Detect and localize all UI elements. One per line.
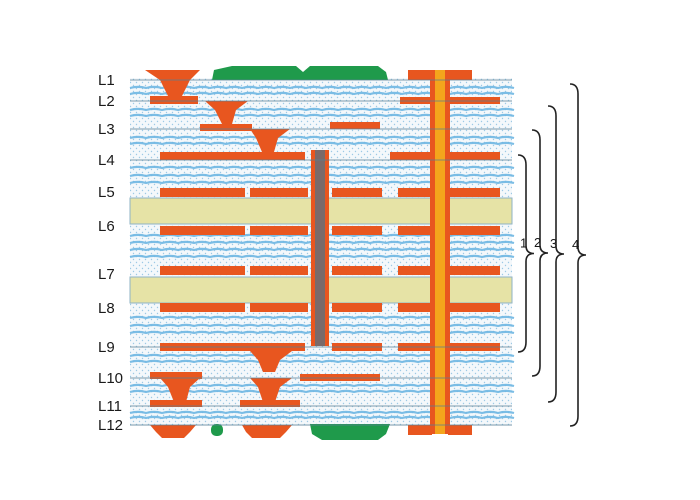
glass-weave-band xyxy=(129,141,515,146)
copper-pad xyxy=(240,400,300,407)
layer-label-l7: L7 xyxy=(98,266,115,283)
copper-pad xyxy=(408,70,432,80)
copper-pad xyxy=(160,226,245,235)
copper-pad xyxy=(330,122,380,129)
glass-weave-band xyxy=(129,113,515,118)
copper-pad xyxy=(332,188,382,197)
copper-microvia xyxy=(205,101,248,124)
layer-label-l11: L11 xyxy=(98,398,122,415)
copper-pad xyxy=(398,188,430,197)
copper-pad xyxy=(332,226,382,235)
brace-label-1: 1 xyxy=(520,236,527,251)
copper-pad xyxy=(332,303,382,312)
copper-pad xyxy=(250,303,308,312)
brace-label-2: 2 xyxy=(534,235,541,250)
copper-microvia xyxy=(250,378,292,402)
brace-2 xyxy=(531,129,549,377)
solder-mask-bottom-1 xyxy=(310,424,390,440)
copper-microvia xyxy=(145,70,200,96)
layer-label-l10: L10 xyxy=(98,370,123,387)
copper-pad xyxy=(450,188,500,197)
copper-pad xyxy=(160,152,305,160)
brace-label-3: 3 xyxy=(550,236,557,251)
glass-weave-band xyxy=(129,359,515,364)
copper-pad xyxy=(450,152,500,160)
copper-pad xyxy=(408,425,432,435)
copper-pad xyxy=(150,96,198,104)
glass-weave-band xyxy=(129,410,515,415)
copper-pad xyxy=(448,425,472,435)
brace-1 xyxy=(517,154,535,353)
glass-weave-band xyxy=(129,135,515,140)
brace-4 xyxy=(569,83,587,427)
copper-pad xyxy=(150,372,202,379)
brace-label-4: 4 xyxy=(572,237,579,252)
copper-pad xyxy=(150,400,202,407)
copper-microvia xyxy=(160,378,200,402)
layer-label-l3: L3 xyxy=(98,121,115,138)
copper-pad xyxy=(160,266,245,275)
copper-microvia xyxy=(250,129,290,152)
layer-label-l12: L12 xyxy=(98,417,123,434)
glass-weave-band xyxy=(129,91,515,96)
copper-pad xyxy=(250,188,308,197)
layer-label-l6: L6 xyxy=(98,218,115,235)
buried-via xyxy=(311,150,329,346)
copper-pad xyxy=(250,266,308,275)
copper-pad xyxy=(160,188,245,197)
layer-lines xyxy=(130,79,512,426)
copper-microvia xyxy=(250,351,292,372)
copper-pad xyxy=(398,226,430,235)
solder-mask-bottom-2 xyxy=(211,424,223,436)
solder-mask-top-1 xyxy=(212,66,388,80)
layer-label-l2: L2 xyxy=(98,93,115,110)
copper-pad xyxy=(398,266,430,275)
copper-microvia xyxy=(150,425,196,438)
glass-weave-band xyxy=(129,85,515,90)
copper-pad xyxy=(390,152,430,160)
buried-via-fill xyxy=(315,150,325,346)
copper-pad xyxy=(250,226,308,235)
copper-pad xyxy=(450,226,500,235)
glass-weave-band xyxy=(129,415,515,420)
layer-label-l8: L8 xyxy=(98,300,115,317)
through-via xyxy=(430,70,450,434)
glass-weave-band xyxy=(129,107,515,112)
solder-mask xyxy=(211,66,390,440)
layer-label-l4: L4 xyxy=(98,152,115,169)
brace-3 xyxy=(547,105,565,403)
layer-label-l5: L5 xyxy=(98,184,115,201)
glass-weave-band xyxy=(129,353,515,358)
copper-pad xyxy=(200,124,252,131)
layer-label-l1: L1 xyxy=(98,72,115,89)
layer-label-l9: L9 xyxy=(98,339,115,356)
copper-pad xyxy=(332,266,382,275)
copper-pad xyxy=(448,70,472,80)
copper-microvia xyxy=(242,425,292,438)
through-via-fill xyxy=(435,70,445,434)
copper-pad xyxy=(450,303,500,312)
copper-pad xyxy=(398,303,430,312)
copper-pad xyxy=(450,266,500,275)
copper-pad xyxy=(300,374,380,381)
lamination-braces xyxy=(517,83,587,427)
copper-pad xyxy=(160,303,245,312)
